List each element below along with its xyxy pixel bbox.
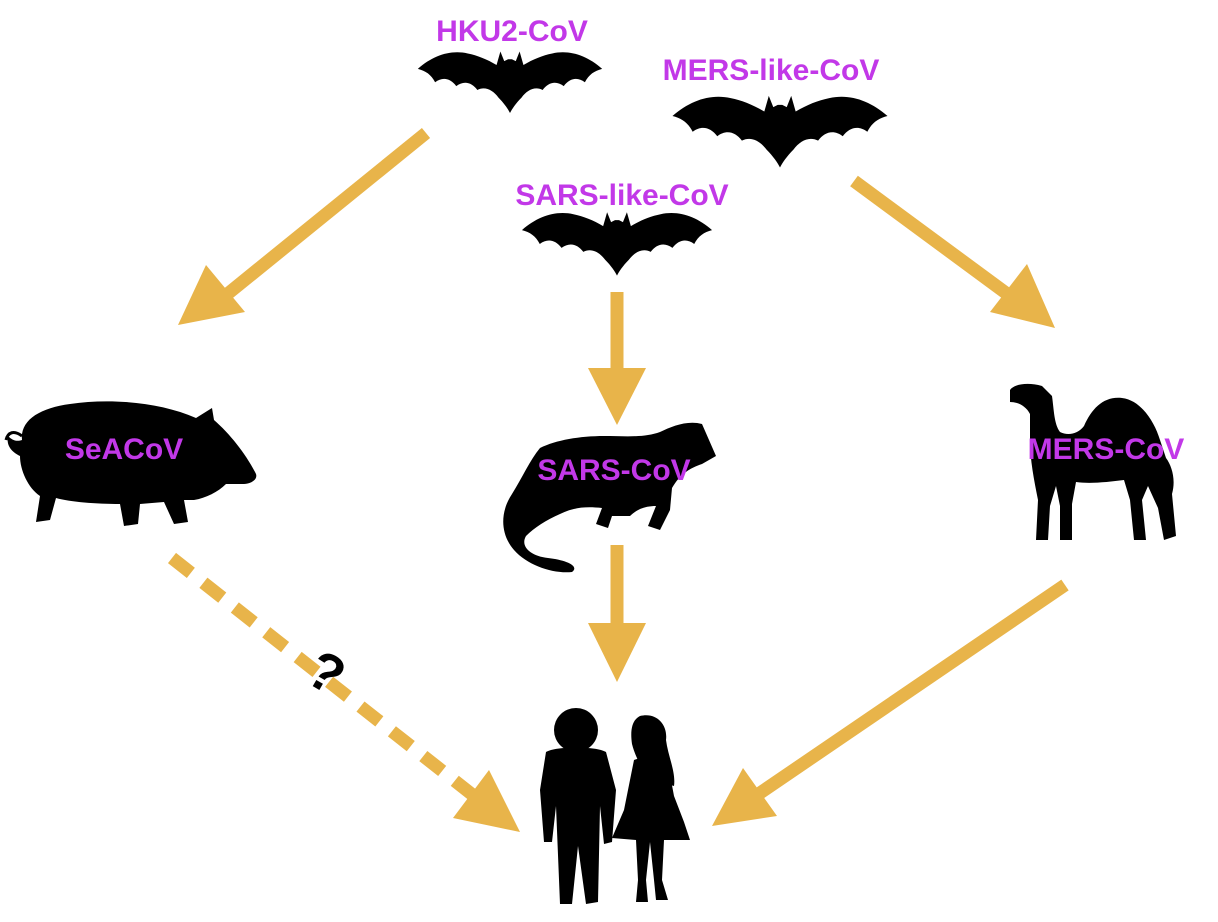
label-mers-cov: MERS-CoV — [1028, 433, 1185, 466]
bat-hku2 — [417, 51, 603, 113]
woman-silhouette — [612, 715, 690, 902]
label-sars-cov: SARS-CoV — [537, 454, 690, 487]
arrows — [167, 127, 1069, 832]
humans-icon — [540, 708, 690, 904]
civet-icon — [503, 422, 716, 573]
arrow-seacov-to-humans-dashed — [167, 552, 520, 832]
bat-icon — [521, 212, 713, 276]
arrow-merscov-to-humans — [712, 579, 1069, 826]
arrow-hku2-to-seacov — [178, 127, 431, 325]
bat-icon — [672, 95, 888, 168]
camel-icon — [1010, 383, 1176, 540]
arrow-merslike-to-merscov — [850, 175, 1055, 328]
bat-mers-like — [672, 95, 888, 168]
bat-icon — [417, 51, 603, 113]
arrow-sarscov-to-humans — [588, 545, 646, 682]
label-hku2-cov: HKU2-CoV — [436, 15, 588, 48]
pig-icon — [4, 401, 257, 526]
man-silhouette — [540, 708, 616, 904]
arrow-sarslike-to-sarscov — [588, 292, 646, 425]
bat-sars-like — [521, 212, 713, 276]
label-mers-like-cov: MERS-like-CoV — [663, 54, 880, 87]
label-sars-like-cov: SARS-like-CoV — [515, 179, 728, 212]
label-seacov: SeACoV — [65, 433, 183, 466]
